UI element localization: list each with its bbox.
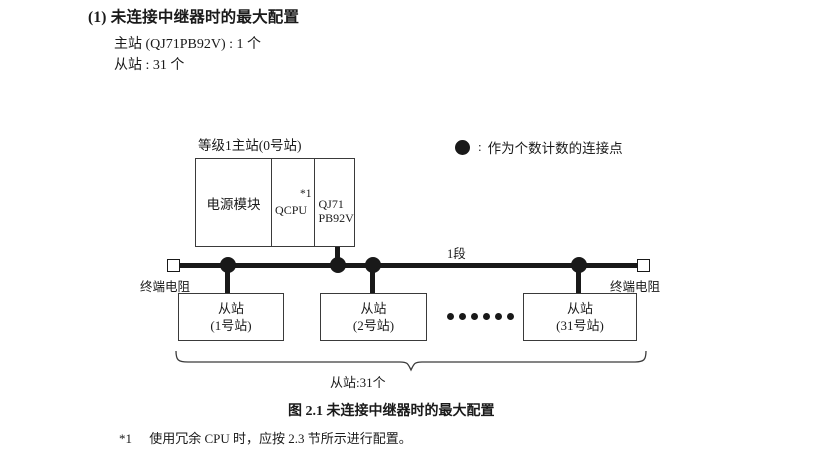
terminating-resistor-left-label: 终端电阻 xyxy=(140,280,191,294)
master-station-label: 等级1主站(0号站) xyxy=(198,138,302,153)
connection-point-dot xyxy=(220,257,236,273)
footnote: *1 使用冗余 CPU 时，应按 2.3 节所示进行配置。 xyxy=(119,428,412,447)
ellipsis-dots xyxy=(447,313,514,320)
slave-station-label: 从站 xyxy=(217,301,244,316)
spec-slave-station: 从站 : 31 个 xyxy=(114,58,185,73)
footnote-mark: *1 xyxy=(119,431,132,446)
figure-caption: 图 2.1 未连接中继器时的最大配置 xyxy=(288,404,495,419)
network-module-label-line1: QJ71 xyxy=(318,197,344,211)
terminating-resistor-right-icon xyxy=(637,259,650,272)
power-module-cell: 电源模块 xyxy=(196,159,273,246)
filled-circle-icon xyxy=(455,139,470,155)
segment-label: 1段 xyxy=(447,247,466,261)
legend: : 作为个数计数的连接点 xyxy=(455,137,623,157)
terminating-resistor-left-icon xyxy=(167,259,180,272)
ellipsis-dot xyxy=(459,313,466,320)
slave-station-box: 从站 (31号站) xyxy=(523,293,637,341)
ellipsis-dot xyxy=(471,313,478,320)
spec-master-station: 主站 (QJ71PB92V) : 1 个 xyxy=(114,37,262,52)
heading-block: (1) 未连接中继器时的最大配置 主站 (QJ71PB92V) : 1 个 从站… xyxy=(88,8,608,76)
slave-station-box: 从站 (1号站) xyxy=(178,293,284,341)
terminating-resistor-right-label: 终端电阻 xyxy=(610,280,661,294)
page-title: (1) 未连接中继器时的最大配置 xyxy=(88,8,608,28)
slave-total-label: 从站:31个 xyxy=(330,375,386,390)
slave-station-number: (31号站) xyxy=(556,318,604,333)
connection-point-dot xyxy=(365,257,381,273)
slave-station-number: (2号站) xyxy=(352,318,395,333)
bus-trunk-line xyxy=(174,263,644,268)
section-number: (1) xyxy=(88,9,107,26)
slave-station-box: 从站 (2号站) xyxy=(320,293,427,341)
qcpu-label: QCPU xyxy=(275,203,308,217)
slave-station-label: 从站 xyxy=(566,301,593,316)
connection-point-dot xyxy=(330,257,346,273)
slave-drop-line xyxy=(576,266,581,294)
slave-drop-line xyxy=(370,266,375,294)
qcpu-cell: *1 QCPU xyxy=(272,159,315,246)
footnote-text: 使用冗余 CPU 时，应按 2.3 节所示进行配置。 xyxy=(149,431,412,446)
power-module-label: 电源模块 xyxy=(206,196,261,212)
brace-path xyxy=(175,350,647,372)
slave-station-label: 从站 xyxy=(360,301,387,316)
ellipsis-dot xyxy=(483,313,490,320)
slave-drop-line xyxy=(225,266,230,294)
ellipsis-dot xyxy=(447,313,454,320)
legend-label: 作为个数计数的连接点 xyxy=(487,141,623,156)
qcpu-footnote-mark: *1 xyxy=(300,188,312,200)
network-module-cell: QJ71 PB92V xyxy=(315,159,355,246)
ellipsis-dot xyxy=(495,313,502,320)
network-module-label-line2: PB92V xyxy=(318,211,354,225)
ellipsis-dot xyxy=(507,313,514,320)
connection-point-dot xyxy=(571,257,587,273)
section-title: 未连接中继器时的最大配置 xyxy=(110,9,300,26)
network-module-label: QJ71 PB92V xyxy=(319,197,354,225)
master-station-box: 电源模块 *1 QCPU QJ71 PB92V xyxy=(195,158,355,247)
legend-colon: : xyxy=(478,139,482,154)
slave-station-number: (1号站) xyxy=(210,318,252,333)
